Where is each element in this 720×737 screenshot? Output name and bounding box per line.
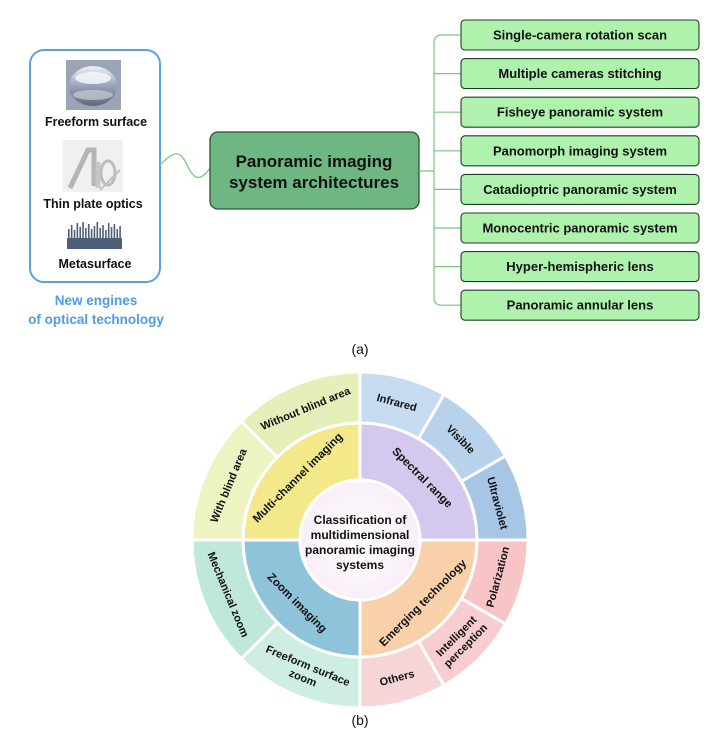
thin-plate-optics-label: Thin plate optics [43,197,142,211]
architecture-box [460,58,700,90]
architecture-item: Panoramic annular lens [460,289,700,321]
architecture-item: Fisheye panoramic system [460,96,700,128]
center-title-line2: system architectures [229,173,399,192]
panel-a: Freeform surface Thin plate optics Metas… [28,19,700,357]
metasurface-label: Metasurface [59,257,132,271]
center-circle [298,478,422,602]
architecture-label: Hyper-hemispheric lens [506,259,653,274]
metasurface-icon [67,222,122,249]
engines-caption-line1: New engines [55,293,138,308]
architecture-box [460,212,700,244]
center-title-line1: Panoramic imaging [236,152,393,171]
architecture-label: Fisheye panoramic system [497,105,663,120]
panel-a-label: (a) [351,341,368,357]
engines-caption-line2: of optical technology [28,312,164,327]
architecture-box [460,251,700,283]
architecture-label: Panoramic annular lens [507,298,654,313]
architecture-item: Hyper-hemispheric lens [460,251,700,283]
architecture-label: Monocentric panoramic system [482,221,677,236]
architecture-label: Catadioptric panoramic system [483,182,677,197]
panel-b-label: (b) [351,712,368,728]
center-line2: multidimensional [311,528,410,542]
thin-plate-optics-icon [63,140,123,192]
architecture-label: Multiple cameras stitching [498,66,661,81]
center-line1: Classification of [314,513,408,527]
freeform-surface-label: Freeform surface [45,115,147,129]
tree-connectors [433,34,461,306]
architecture-item: Single-camera rotation scan [460,19,700,51]
connector-left [159,153,211,179]
architecture-box [460,96,700,128]
architecture-item: Catadioptric panoramic system [460,173,700,205]
freeform-surface-icon [66,60,121,110]
architecture-box [460,289,700,321]
architecture-label: Single-camera rotation scan [493,28,667,43]
center-line4: systems [336,558,384,572]
architecture-item: Panomorph imaging system [460,135,700,167]
architecture-item: Multiple cameras stitching [460,58,700,90]
center-line3: panoramic imaging [305,543,415,557]
architecture-box [460,173,700,205]
architecture-box [460,19,700,51]
architecture-label: Panomorph imaging system [493,143,667,158]
outer-segment [190,538,280,661]
architecture-item: Monocentric panoramic system [460,212,700,244]
architecture-box [460,135,700,167]
